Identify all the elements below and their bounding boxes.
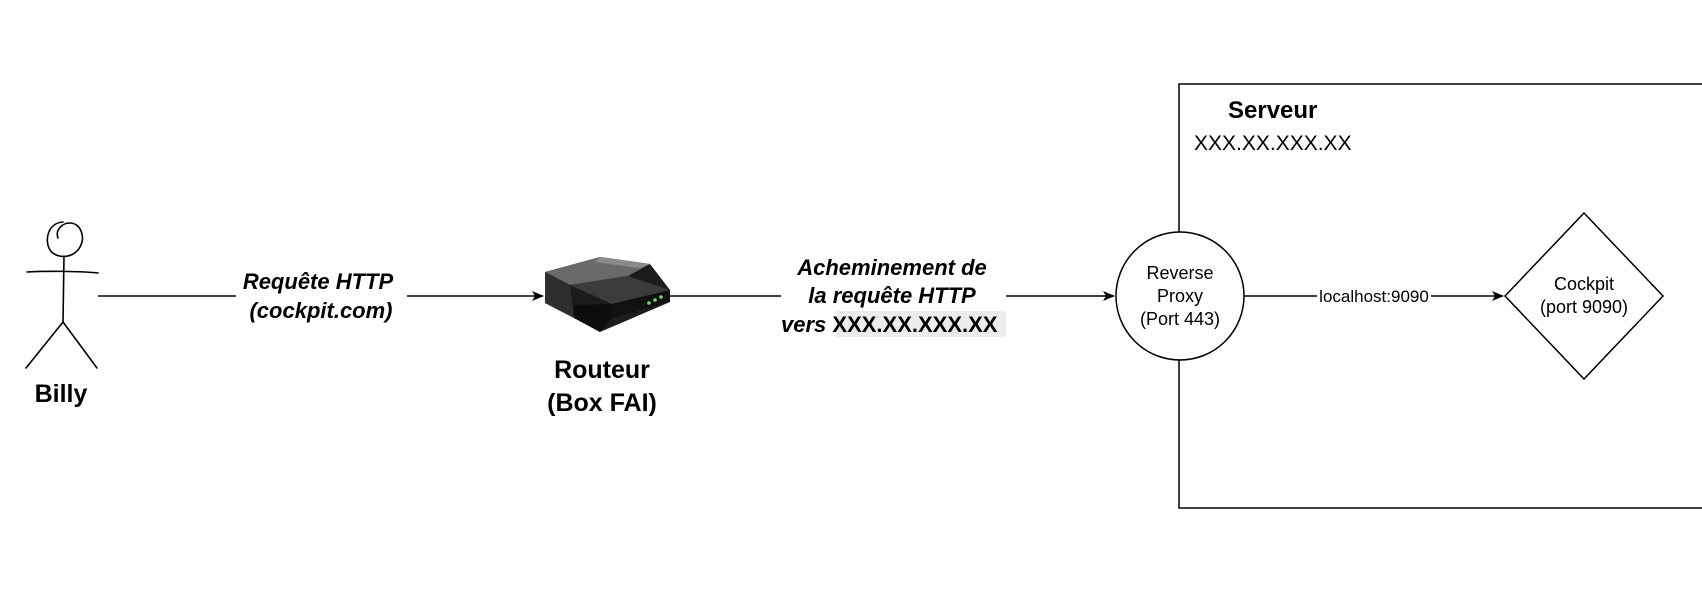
cockpit-label-line1: Cockpit	[1554, 274, 1614, 294]
actor-right-leg	[62, 321, 98, 369]
edge-routing-label-line2: la requête HTTP	[808, 283, 976, 308]
actor-body	[62, 255, 65, 323]
reverse-proxy-label-line3: (Port 443)	[1140, 309, 1220, 329]
edge-localhost-label: localhost:9090	[1319, 287, 1429, 306]
router-icon	[545, 257, 670, 332]
actor-name: Billy	[35, 380, 88, 408]
server-ip: XXX.XX.XXX.XX	[1194, 132, 1352, 155]
server-title: Serveur	[1228, 97, 1317, 124]
edge-routing-label-line3: vers XXX.XX.XXX.XX	[781, 312, 998, 337]
edge-http-request-label-line1: Requête HTTP	[243, 269, 394, 294]
cockpit-node	[1503, 211, 1665, 381]
edge-routing-label-line1: Acheminement de	[796, 255, 987, 280]
router-label-line2: (Box FAI)	[547, 389, 657, 417]
edge-localhost-label-bg	[1317, 286, 1431, 306]
actor-head	[46, 221, 84, 258]
reverse-proxy-label-line2: Proxy	[1157, 286, 1203, 306]
reverse-proxy-label-line1: Reverse	[1146, 263, 1213, 283]
actor-arms	[26, 270, 99, 274]
edge-routing-label-ip: XXX.XX.XXX.XX	[832, 312, 997, 337]
actor-left-leg	[25, 321, 64, 369]
actor-billy	[25, 221, 99, 369]
cockpit-label-line2: (port 9090)	[1540, 297, 1628, 317]
edge-routing-ip-highlight	[836, 311, 1006, 337]
edge-routing-label-prefix: vers	[781, 312, 832, 337]
router-label-line1: Routeur	[554, 356, 650, 384]
edge-http-request-label-line2: (cockpit.com)	[249, 298, 392, 323]
